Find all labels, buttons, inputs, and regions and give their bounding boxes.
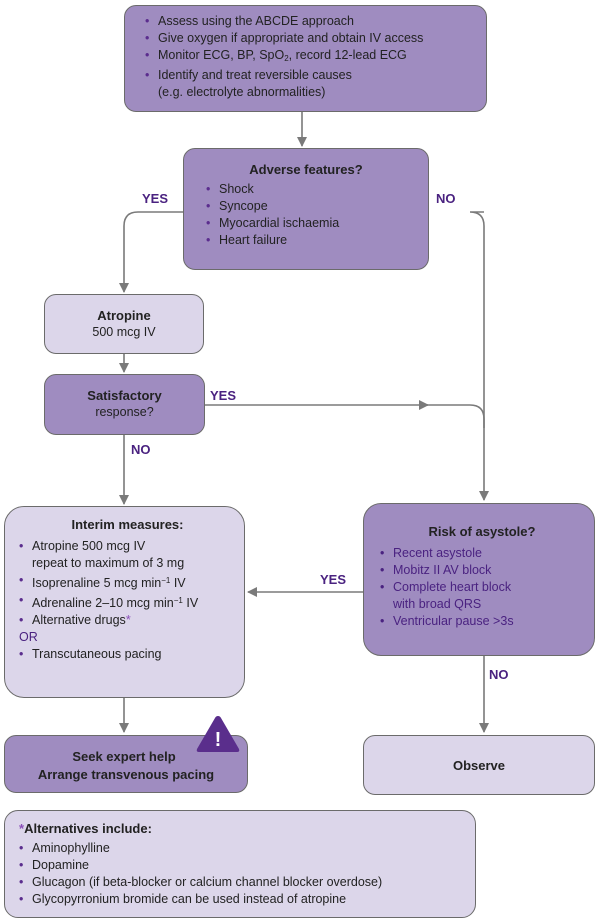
adverse-item-syncope: Syncope — [206, 198, 418, 215]
spo2-subscript: 2 — [284, 54, 289, 63]
adverse-item-shock: Shock — [206, 181, 418, 198]
line-satisfactory-yes-join — [426, 404, 485, 428]
arrow-adverse-yes-to-atropine — [119, 211, 183, 293]
adverse-features-title: Adverse features? — [249, 162, 363, 177]
asystole-item-broad-qrs: with broad QRS — [393, 597, 482, 611]
interim-item-alternative-drugs: Alternative drugs* — [19, 612, 236, 629]
seek-expert-help-box: Seek expert help Arrange transvenous pac… — [4, 716, 248, 793]
alternative-item-dopamine: Dopamine — [19, 857, 467, 874]
asystole-item-mobitz: Mobitz II AV block — [380, 562, 584, 579]
warning-icon — [196, 716, 240, 752]
alternative-item-glycopyrronium: Glycopyrronium bromide can be used inste… — [19, 891, 467, 908]
alternatives-asterisk: * — [19, 821, 25, 836]
alternative-item-glucagon: Glucagon (if beta-blocker or calcium cha… — [19, 874, 467, 891]
satisfactory-response-box: Satisfactory response? — [44, 374, 205, 435]
interim-item-atropine: Atropine 500 mcg IV — [19, 538, 236, 555]
interim-or: OR — [19, 630, 38, 644]
alternative-item-aminophylline: Aminophylline — [19, 840, 467, 857]
assess-item-example: (e.g. electrolyte abnormalities) — [158, 85, 326, 99]
observe-box: Observe — [363, 735, 595, 795]
alternatives-title: *Alternatives include: — [19, 821, 152, 836]
asystole-item-pause: Ventricular pause >3s — [380, 613, 584, 630]
expert-help-line1: Seek expert help — [72, 749, 176, 764]
risk-of-asystole-box: Risk of asystole? Recent asystole Mobitz… — [363, 503, 595, 656]
observe-title: Observe — [452, 757, 506, 773]
adverse-item-ischaemia: Myocardial ischaemia — [206, 215, 418, 232]
assess-item-reversible: Identify and treat reversible causes — [145, 67, 476, 84]
expert-help-line2: Arrange transvenous pacing — [37, 767, 215, 782]
label-yes-adverse: YES — [142, 191, 169, 206]
label-no-adverse: NO — [436, 191, 456, 206]
satisfactory-subtitle: response? — [95, 405, 154, 419]
arrow-adverse-no-to-asystole — [469, 211, 489, 501]
atropine-box: Atropine 500 mcg IV — [44, 294, 204, 354]
atropine-dose: 500 mcg IV — [92, 325, 156, 339]
label-no-asystole: NO — [489, 667, 509, 682]
alternative-asterisk: * — [125, 613, 131, 627]
satisfactory-title: Satisfactory — [87, 388, 162, 403]
interim-measures-title: Interim measures: — [71, 517, 184, 532]
label-no-satisfactory: NO — [131, 442, 151, 457]
assess-item-oxygen: Give oxygen if appropriate and obtain IV… — [145, 30, 476, 47]
interim-item-adrenaline: Adrenaline 2–10 mcg min−1 IV — [19, 592, 236, 612]
label-yes-satisfactory: YES — [210, 388, 237, 403]
assess-box: Assess using the ABCDE approach Give oxy… — [124, 5, 487, 112]
asystole-item-complete-block: Complete heart block — [380, 579, 584, 596]
alternatives-box: *Alternatives include: Aminophylline Dop… — [4, 810, 476, 918]
interim-measures-box: Interim measures: Atropine 500 mcg IV re… — [4, 506, 245, 698]
adverse-features-box: Adverse features? Shock Syncope Myocardi… — [183, 148, 429, 270]
asystole-item-recent: Recent asystole — [380, 545, 584, 562]
atropine-title: Atropine — [97, 308, 151, 323]
interim-item-isoprenaline: Isoprenaline 5 mcg min−1 IV — [19, 572, 236, 592]
warning-symbol: ! — [214, 729, 222, 751]
adverse-item-heart-failure: Heart failure — [206, 232, 418, 249]
assess-item-abcde: Assess using the ABCDE approach — [145, 13, 476, 30]
interim-item-atropine-repeat: repeat to maximum of 3 mg — [32, 556, 185, 570]
assess-item-monitor: Monitor ECG, BP, SpO2, record 12-lead EC… — [145, 47, 476, 67]
asystole-title: Risk of asystole? — [428, 524, 536, 539]
label-yes-asystole: YES — [320, 572, 347, 587]
interim-item-pacing: Transcutaneous pacing — [19, 646, 236, 663]
